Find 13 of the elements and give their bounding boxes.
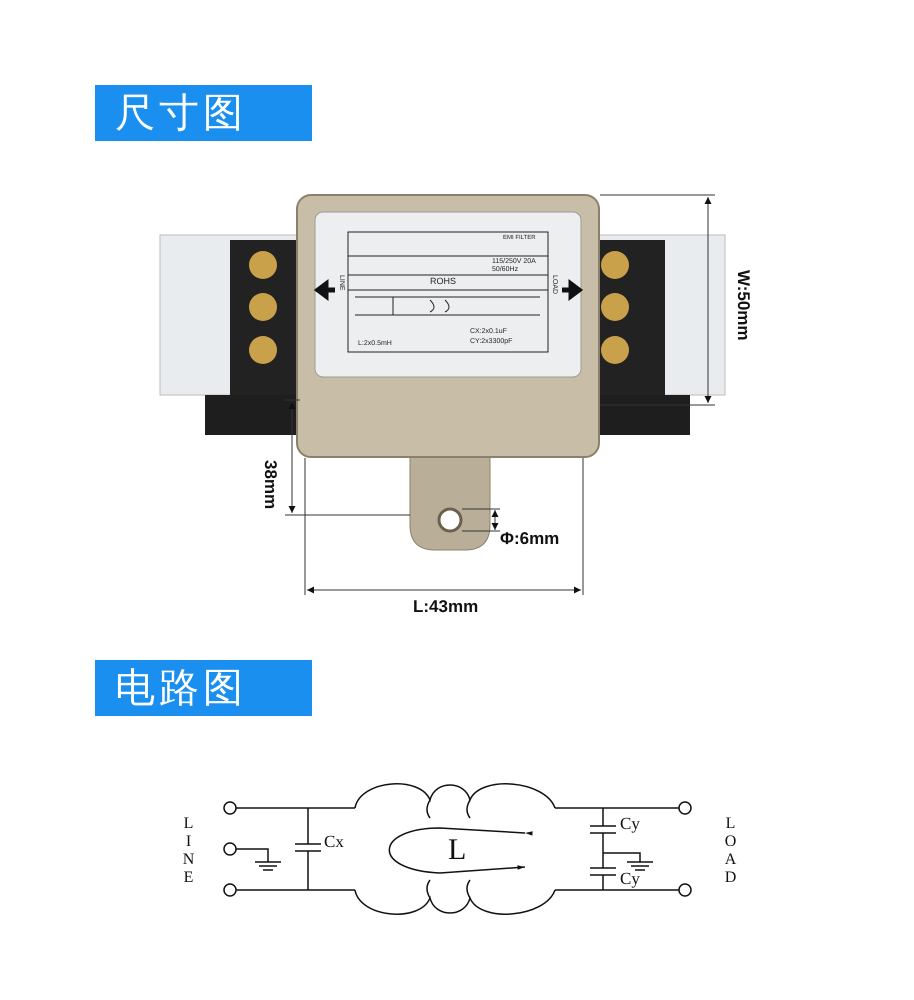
label-text: ROHS bbox=[430, 277, 456, 286]
component-label: Cy bbox=[620, 815, 640, 832]
dimension-label: Φ:6mm bbox=[500, 530, 560, 547]
component-label: L bbox=[448, 835, 466, 865]
section-heading: 尺寸图 bbox=[95, 85, 312, 141]
component-label: Cx bbox=[324, 833, 344, 850]
dimension-label: 38mm bbox=[262, 460, 279, 510]
dimension-label: W:50mm bbox=[735, 270, 752, 341]
terminal-label: LINE bbox=[180, 815, 196, 887]
section-heading: 电路图 bbox=[95, 660, 312, 716]
component-label: Cy bbox=[620, 870, 640, 887]
dimension-label: L:43mm bbox=[413, 598, 478, 615]
terminal-label: LOAD bbox=[722, 815, 738, 887]
